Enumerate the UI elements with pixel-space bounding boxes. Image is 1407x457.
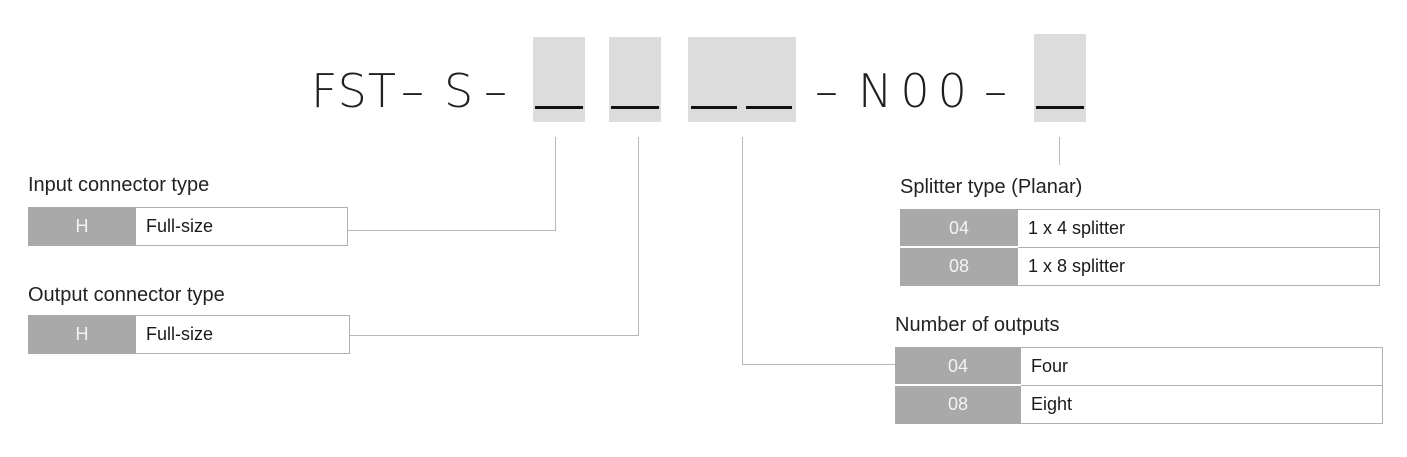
table-row: H Full-size [28, 207, 348, 246]
option-code: 08 [900, 246, 1018, 286]
option-code: 04 [895, 347, 1021, 386]
connector-input-horizontal [347, 230, 556, 231]
code-fixed-n00: N00 [858, 64, 975, 118]
output-connector-section: Output connector type H Full-size [28, 284, 350, 354]
table-row: 08 Eight [895, 384, 1383, 424]
code-dash-4: – [984, 64, 1008, 118]
option-description: 1 x 8 splitter [1017, 246, 1380, 286]
code-prefix-s: S [444, 64, 475, 118]
option-code: H [28, 315, 136, 354]
table-row: 04 Four [895, 347, 1383, 386]
code-dash-2: – [484, 64, 508, 118]
input-connector-section: Input connector type H Full-size [28, 174, 348, 246]
number-of-outputs-table: 04 Four 08 Eight [895, 347, 1383, 424]
splitter-type-section: Splitter type (Planar) 04 1 x 4 splitter… [900, 176, 1380, 286]
slot-output-connector [609, 37, 661, 122]
option-code: H [28, 207, 136, 246]
option-description: Full-size [135, 315, 350, 354]
option-description: Full-size [135, 207, 348, 246]
code-dash-1: – [401, 64, 425, 118]
number-of-outputs-title: Number of outputs [895, 314, 1060, 336]
slot-number-of-outputs [688, 37, 796, 122]
slot-output-connector-underline [611, 106, 659, 109]
input-connector-table: H Full-size [28, 207, 348, 246]
output-connector-title: Output connector type [28, 284, 225, 306]
connector-splitter-vertical [1059, 137, 1060, 165]
connector-outputs-horizontal [742, 364, 895, 365]
splitter-type-title: Splitter type (Planar) [900, 176, 1083, 198]
code-prefix-fst: FST [311, 64, 397, 118]
slot-input-connector-underline [535, 106, 583, 109]
connector-input-vertical [555, 137, 556, 231]
option-description: 1 x 4 splitter [1017, 209, 1380, 248]
table-row: H Full-size [28, 315, 350, 354]
output-connector-table: H Full-size [28, 315, 350, 354]
option-description: Four [1020, 347, 1383, 386]
input-connector-title: Input connector type [28, 174, 210, 196]
option-code: 08 [895, 384, 1021, 424]
number-of-outputs-section: Number of outputs 04 Four 08 Eight [895, 314, 1383, 424]
table-row: 08 1 x 8 splitter [900, 246, 1380, 286]
splitter-type-table: 04 1 x 4 splitter 08 1 x 8 splitter [900, 209, 1380, 286]
slot-number-of-outputs-underline-1 [691, 106, 737, 109]
slot-input-connector [533, 37, 585, 122]
option-description: Eight [1020, 384, 1383, 424]
slot-splitter-type-underline [1036, 106, 1084, 109]
code-dash-3: – [815, 64, 839, 118]
option-code: 04 [900, 209, 1018, 248]
slot-number-of-outputs-underline-2 [746, 106, 792, 109]
table-row: 04 1 x 4 splitter [900, 209, 1380, 248]
connector-outputs-vertical [742, 137, 743, 365]
connector-output-vertical [638, 137, 639, 336]
part-number-code: FST – S – – N00 – [0, 0, 1407, 130]
connector-output-horizontal [349, 335, 639, 336]
